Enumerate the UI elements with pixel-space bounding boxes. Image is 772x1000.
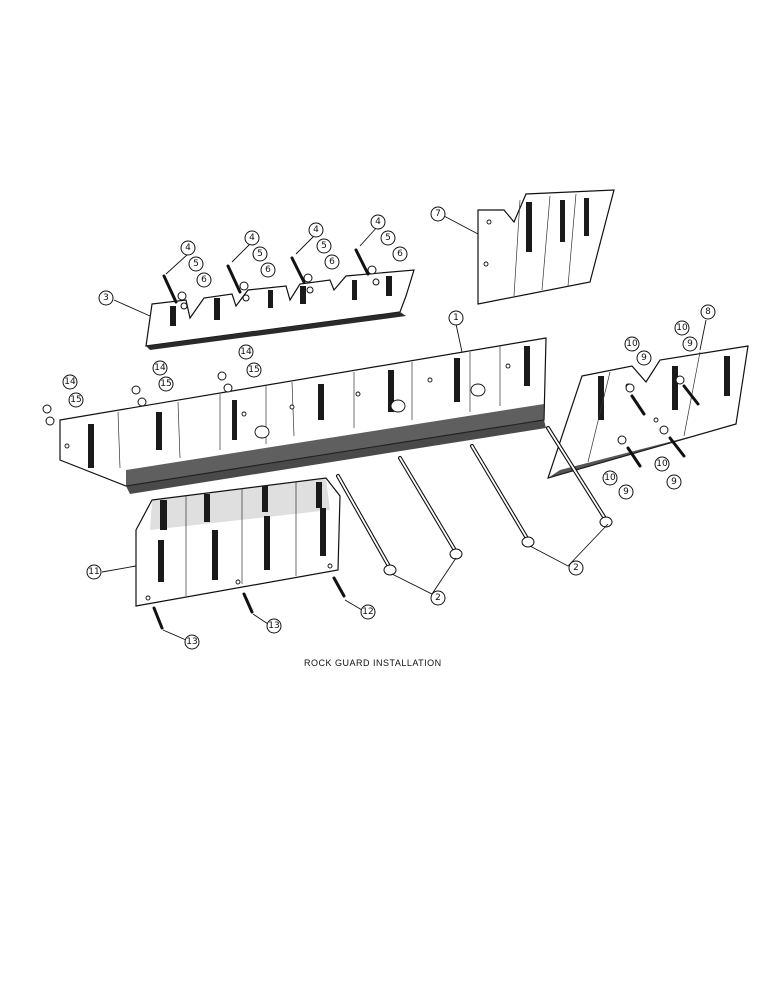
callout-15: 15 — [246, 362, 262, 378]
callout-14: 14 — [152, 360, 168, 376]
svg-text:6: 6 — [265, 265, 271, 275]
svg-text:10: 10 — [676, 323, 688, 333]
callout-13: 13 — [266, 618, 282, 634]
callout-15: 15 — [158, 376, 174, 392]
svg-text:13: 13 — [186, 637, 197, 647]
callout-9: 9 — [636, 350, 652, 366]
callout-2: 2 — [568, 560, 584, 576]
svg-text:15: 15 — [70, 395, 81, 405]
svg-text:10: 10 — [656, 459, 668, 469]
svg-text:14: 14 — [240, 347, 252, 357]
svg-text:9: 9 — [671, 477, 677, 487]
svg-text:13: 13 — [268, 621, 279, 631]
hardware-part-3 — [162, 248, 380, 310]
callout-9: 9 — [666, 474, 682, 490]
svg-text:5: 5 — [257, 249, 263, 259]
svg-text:1: 1 — [453, 313, 459, 323]
part-7-guard-plate — [477, 189, 615, 305]
callout-6: 6 — [324, 254, 340, 270]
svg-text:9: 9 — [623, 487, 629, 497]
callout-5: 5 — [188, 256, 204, 272]
svg-text:4: 4 — [313, 225, 319, 235]
callout-7: 7 — [430, 206, 446, 222]
callout-9: 9 — [618, 484, 634, 500]
svg-text:6: 6 — [329, 257, 335, 267]
svg-text:4: 4 — [375, 217, 381, 227]
svg-text:11: 11 — [88, 567, 99, 577]
callout-14: 14 — [238, 344, 254, 360]
callout-6: 6 — [196, 272, 212, 288]
callout-13: 13 — [184, 634, 200, 650]
svg-text:15: 15 — [248, 365, 259, 375]
svg-text:5: 5 — [193, 259, 199, 269]
callout-9: 9 — [682, 336, 698, 352]
callout-11: 11 — [86, 564, 102, 580]
svg-text:14: 14 — [154, 363, 166, 373]
svg-text:5: 5 — [321, 241, 327, 251]
svg-text:14: 14 — [64, 377, 76, 387]
hardware-part-8 — [617, 375, 700, 468]
svg-text:4: 4 — [249, 233, 255, 243]
svg-text:2: 2 — [435, 593, 441, 603]
callout-10: 10 — [674, 320, 690, 336]
callout-4: 4 — [308, 222, 324, 238]
svg-text:5: 5 — [385, 233, 391, 243]
callout-6: 6 — [392, 246, 408, 262]
callout-6: 6 — [260, 262, 276, 278]
callout-12: 12 — [360, 604, 376, 620]
callout-5: 5 — [380, 230, 396, 246]
part-1-main-guard — [59, 337, 547, 494]
diagram-caption: ROCK GUARD INSTALLATION — [304, 658, 442, 668]
callout-10: 10 — [624, 336, 640, 352]
callout-2: 2 — [430, 590, 446, 606]
callout-15: 15 — [68, 392, 84, 408]
svg-text:10: 10 — [626, 339, 638, 349]
svg-text:3: 3 — [103, 293, 109, 303]
svg-text:12: 12 — [362, 607, 373, 617]
svg-text:8: 8 — [705, 307, 711, 317]
part-3-notched-bar — [145, 269, 415, 350]
callout-5: 5 — [252, 246, 268, 262]
svg-text:9: 9 — [687, 339, 693, 349]
callout-4: 4 — [370, 214, 386, 230]
svg-text:15: 15 — [160, 379, 171, 389]
callout-3: 3 — [98, 290, 114, 306]
callout-10: 10 — [602, 470, 618, 486]
callout-4: 4 — [180, 240, 196, 256]
part-8-guard-plate — [547, 345, 749, 479]
svg-text:7: 7 — [435, 209, 441, 219]
svg-text:6: 6 — [201, 275, 207, 285]
svg-text:4: 4 — [185, 243, 191, 253]
svg-text:9: 9 — [641, 353, 647, 363]
callout-1: 1 — [448, 310, 464, 326]
hardware-part-1 — [42, 371, 233, 426]
callout-8: 8 — [700, 304, 716, 320]
svg-text:2: 2 — [573, 563, 579, 573]
callout-14: 14 — [62, 374, 78, 390]
callout-4: 4 — [244, 230, 260, 246]
hardware-part-11 — [152, 576, 346, 630]
callout-5: 5 — [316, 238, 332, 254]
svg-text:10: 10 — [604, 473, 616, 483]
long-bolts-part-2 — [336, 426, 613, 576]
svg-text:6: 6 — [397, 249, 403, 259]
part-11-guard-plate — [135, 477, 341, 607]
callout-10: 10 — [654, 456, 670, 472]
